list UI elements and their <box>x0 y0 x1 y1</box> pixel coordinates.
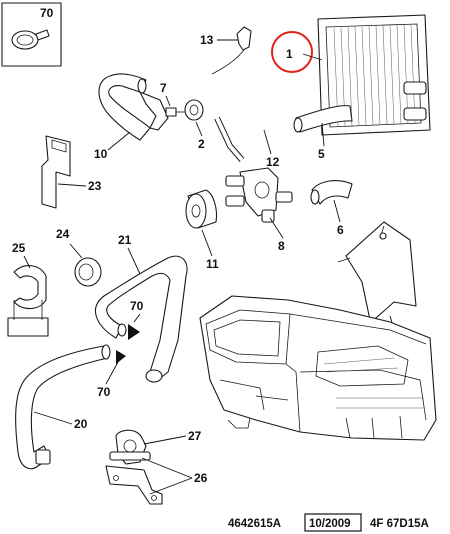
clamp-arrow-lower <box>116 350 126 364</box>
callout-20: 20 <box>74 417 88 431</box>
callout-24: 24 <box>56 227 70 241</box>
bracket-26 <box>105 465 163 505</box>
callout-12: 12 <box>266 155 280 169</box>
bracket-23 <box>41 135 71 209</box>
heat-shield-9 <box>337 221 417 321</box>
callout-8: 8 <box>278 239 285 253</box>
callout-70-lower: 70 <box>97 385 111 399</box>
footer-reference: 4642615A 10/2009 4F 67D15A <box>228 513 429 532</box>
callout-70-upper: 70 <box>130 299 144 313</box>
callout-70-inset: 70 <box>40 6 54 20</box>
clamp-inset-box: 70 <box>1 2 62 67</box>
grommet-24 <box>74 257 102 287</box>
clips-25 <box>7 265 49 337</box>
clip-27 <box>109 429 151 465</box>
footer-code: 4F 67D15A <box>370 518 429 530</box>
callout-26: 26 <box>194 471 208 485</box>
callout-6: 6 <box>337 223 344 237</box>
bleed-screw-7 <box>165 107 186 117</box>
grommet-11 <box>185 189 218 229</box>
hose-6 <box>310 180 353 205</box>
callout-7: 7 <box>160 81 167 95</box>
callout-1: 1 <box>286 47 293 61</box>
pipes-12 <box>182 69 305 162</box>
callout-25: 25 <box>12 241 26 255</box>
highlight-ring-1 <box>271 31 313 73</box>
clamp-arrow-upper <box>128 324 140 340</box>
callout-2: 2 <box>198 137 205 151</box>
callout-5: 5 <box>318 147 325 161</box>
hose-5 <box>293 105 353 133</box>
footer-ref-number: 4642615A <box>228 518 281 530</box>
heater-housing <box>199 295 437 441</box>
footer-date: 10/2009 <box>309 518 351 530</box>
hose-20 <box>15 344 111 470</box>
callout-10: 10 <box>94 147 108 161</box>
hose-10 <box>98 73 169 141</box>
bracket-13 <box>211 26 252 75</box>
callout-21: 21 <box>118 233 132 247</box>
grommet-2 <box>184 99 204 121</box>
callout-23: 23 <box>88 179 102 193</box>
callout-13: 13 <box>200 33 214 47</box>
callout-27: 27 <box>188 429 202 443</box>
water-valve-8 <box>225 167 293 223</box>
hose-21 <box>94 255 188 383</box>
callout-11: 11 <box>206 257 219 271</box>
